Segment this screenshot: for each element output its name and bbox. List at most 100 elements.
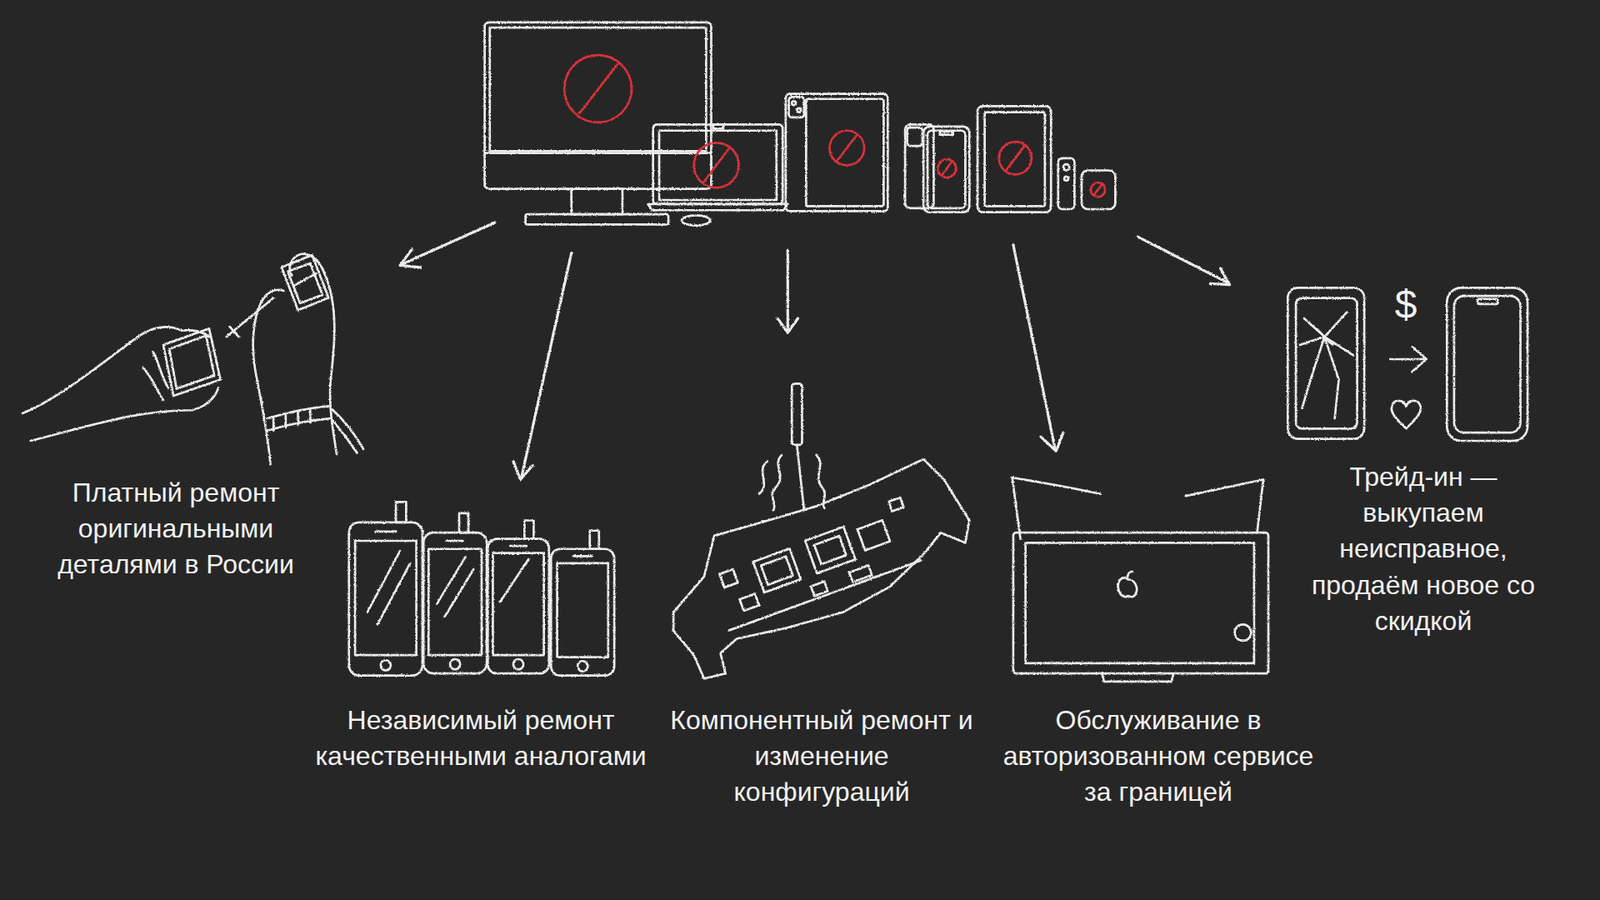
hands-repair-part: [169, 335, 215, 390]
logic-board-part-part: [729, 560, 921, 631]
option-caption: Обслуживание в авторизованном сервисе за…: [995, 702, 1321, 811]
replacement-screens-part: [500, 559, 529, 602]
arrows-part: [1210, 268, 1230, 285]
logic-board: [673, 383, 970, 679]
logic-board-part-part: [888, 497, 904, 512]
iphones-part: [937, 159, 956, 178]
arrows-part: [401, 222, 495, 265]
replacement-screens-part: [510, 545, 527, 548]
hands-repair-part: [226, 298, 274, 338]
trade-in-part: [1412, 346, 1427, 371]
ipad-pro: [785, 94, 888, 212]
imac-part: [490, 27, 707, 151]
chalk-stroke: [22, 22, 1528, 682]
hands-repair-part: [332, 420, 357, 453]
ipad-pro-part: [785, 94, 888, 212]
imac-part: [485, 151, 712, 155]
hands-repair: [22, 254, 364, 465]
arrows-part: [786, 250, 790, 331]
replacement-screens-part: [395, 501, 406, 522]
trade-in-part: [1391, 400, 1421, 429]
hands-repair-part: [281, 255, 329, 310]
option-caption: Трейд-ин — выкупаем неисправное, продаём…: [1298, 459, 1549, 640]
replacement-screens-part: [428, 549, 482, 655]
replacement-screens-part: [557, 563, 609, 658]
apple-tv-part: [1058, 158, 1075, 210]
replacement-screens-part: [375, 530, 396, 534]
ipad: [977, 105, 1051, 212]
option-caption: Компонентный ремонт и изменение конфигур…: [663, 702, 980, 811]
hands-repair-part: [273, 410, 310, 430]
replacement-screens-part: [524, 520, 534, 539]
imac-part: [485, 22, 712, 190]
replacement-screens-part: [577, 660, 588, 671]
macbook-part: [648, 204, 789, 210]
logic-board-part: [791, 383, 802, 445]
replacement-screens-part: [377, 563, 410, 625]
trade-in-part: [1454, 295, 1521, 433]
macbook-part: [659, 130, 777, 200]
replacement-screens-part: [446, 540, 464, 543]
ipad-part: [999, 141, 1032, 175]
imac-part: [564, 55, 632, 123]
ipad-pro-part: [805, 99, 884, 207]
replacement-screens-part: [492, 553, 544, 655]
ipad-pro-part: [836, 135, 857, 162]
hands-repair-part: [324, 273, 337, 455]
replacement-screens-part: [459, 513, 469, 533]
service-laptop-part: [1185, 480, 1264, 497]
hands-repair-part: [153, 351, 169, 388]
arrows: [400, 222, 1230, 480]
hands-repair-part: [142, 367, 163, 400]
trade-in-part: [1300, 312, 1354, 419]
iphones-part: [907, 127, 923, 146]
apple-tv-part: [1064, 176, 1069, 181]
service-laptop-part: [1257, 480, 1264, 534]
macbook-part: [713, 124, 724, 129]
service-laptop-part: [1127, 571, 1133, 578]
macbook-part: [694, 142, 740, 188]
arrows-part: [400, 249, 420, 268]
hands-repair-part: [253, 301, 271, 465]
service-laptop-part: [1012, 477, 1100, 495]
replacement-screens: [349, 501, 615, 675]
replacement-screens-part: [445, 569, 474, 616]
option-caption: Независимый ремонт качественными аналога…: [314, 702, 648, 775]
ipad-pro-part: [830, 130, 865, 166]
trade-in-part: [1295, 298, 1357, 430]
logic-board-part-part: [740, 594, 760, 612]
ipad-part: [1005, 145, 1025, 170]
hands-repair-part: [163, 328, 221, 396]
imac-part: [571, 189, 623, 215]
iphones-part: [923, 126, 970, 213]
service-laptop-part: [1025, 542, 1255, 663]
macbook-part: [704, 149, 729, 182]
logic-board-part-part: [805, 526, 855, 574]
macbook: [648, 124, 789, 225]
replacement-screens-part: [436, 557, 465, 605]
iphones-part: [940, 131, 954, 135]
dollar-sign: $: [1376, 278, 1435, 333]
hands-repair-part: [30, 387, 219, 441]
service-laptop-part: [1012, 477, 1021, 539]
replacement-screens-part: [573, 555, 592, 558]
imac-part: [525, 214, 669, 225]
replacement-screens-part: [450, 659, 460, 670]
hands-repair-part: [230, 326, 240, 337]
apple-tv-part: [1081, 170, 1115, 210]
replacement-screens-part: [487, 539, 549, 675]
arrows-part: [1013, 245, 1055, 450]
ipad-part: [985, 112, 1045, 207]
logic-board-part-part: [753, 548, 801, 593]
hands-repair-part: [330, 408, 364, 450]
apple-tv-part: [1090, 182, 1105, 197]
arrows-part: [513, 460, 533, 480]
service-laptop-part: [1118, 577, 1137, 597]
logic-board-part: [706, 497, 924, 630]
logic-board-part: [796, 445, 805, 510]
ipad-part: [977, 105, 1051, 212]
replacement-screens-part: [550, 549, 615, 676]
logic-board-part-part: [814, 535, 846, 565]
arrows-part: [1040, 432, 1064, 451]
